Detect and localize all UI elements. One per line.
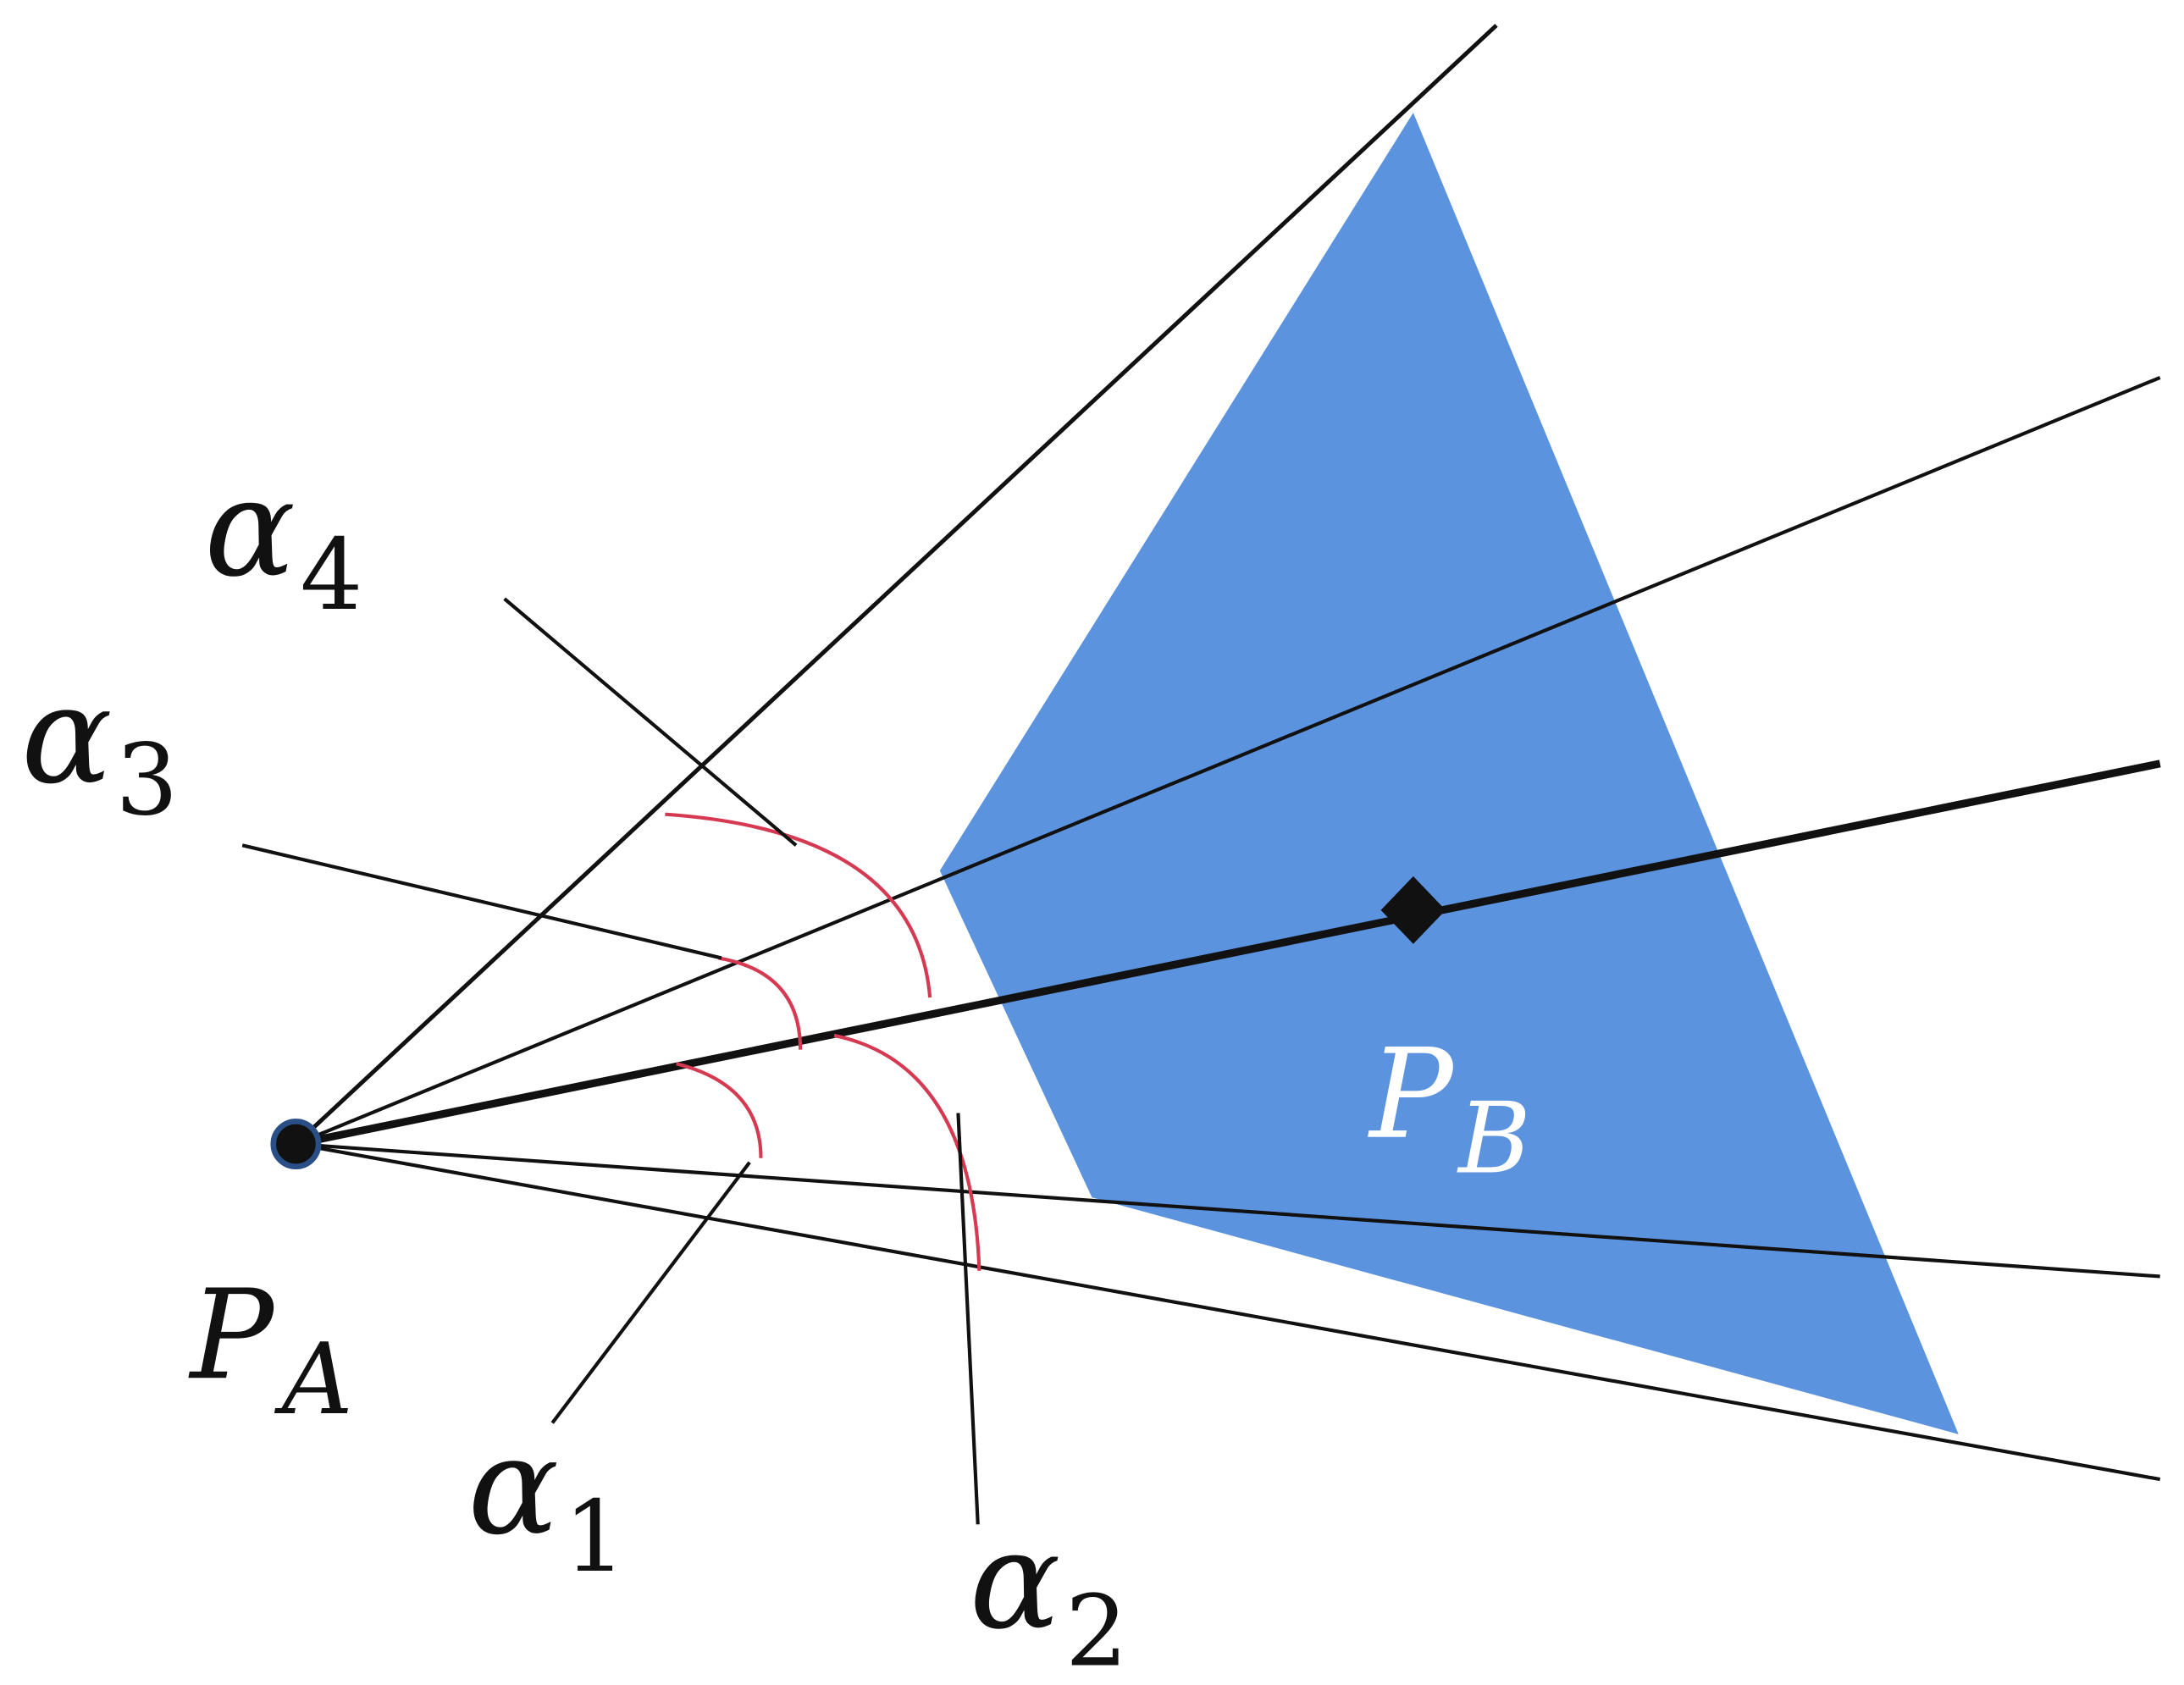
leader-line-alpha-1: [550, 1161, 751, 1424]
leader-line-alpha-4: [503, 597, 798, 847]
point-b-marker: [1380, 876, 1446, 944]
label-point-b: P B: [1367, 1022, 1530, 1196]
ray-lower-boundary: [296, 1142, 2161, 1482]
angle-arc-alpha-4: [665, 812, 932, 998]
point-a-marker: [270, 1119, 322, 1170]
leader-line-alpha-2: [956, 1113, 980, 1525]
angle-arc-alpha-3: [718, 956, 803, 1050]
leader-line-alpha-3: [241, 843, 722, 960]
angle-arc-alpha-1: [676, 1062, 763, 1158]
label-alpha-2: α 2: [970, 1502, 1128, 1685]
ray-lower-inner: [296, 1141, 2160, 1279]
label-alpha-1: α 1: [467, 1407, 626, 1594]
ray-upper-inner: [295, 375, 2161, 1146]
ray-center: [295, 760, 2161, 1148]
label-point-a: P A: [188, 1262, 353, 1437]
ray-upper-boundary: [294, 24, 1498, 1146]
object-b-polygon: [939, 113, 1959, 1434]
angle-arc-alpha-2: [833, 1033, 981, 1271]
label-alpha-4: α 4: [204, 450, 362, 633]
label-alpha-3: α 3: [21, 656, 179, 837]
